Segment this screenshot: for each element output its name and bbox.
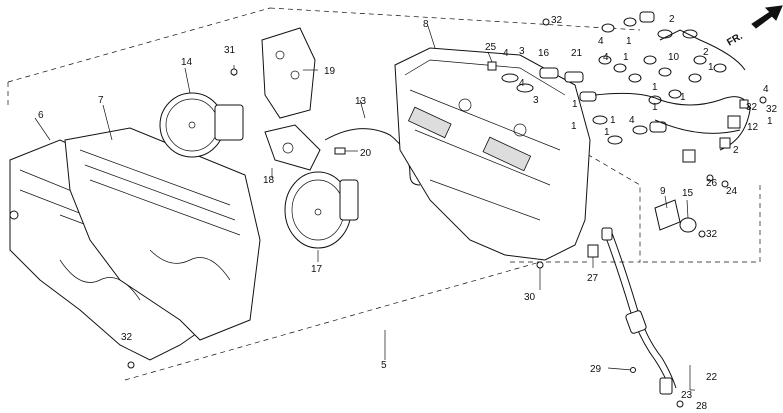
callout-2a: 2 bbox=[669, 14, 675, 25]
callout-8: 8 bbox=[423, 19, 429, 30]
speedometer bbox=[284, 171, 359, 262]
callout-24: 24 bbox=[726, 186, 738, 197]
callout-32b: 32 bbox=[746, 102, 758, 113]
callout-4a: 4 bbox=[503, 48, 509, 59]
callout-32c: 32 bbox=[766, 104, 778, 115]
callout-6: 6 bbox=[38, 110, 44, 121]
callout-17: 17 bbox=[311, 264, 323, 275]
callout-28: 28 bbox=[696, 401, 708, 412]
socket-25 bbox=[487, 51, 497, 71]
callout-5: 5 bbox=[381, 360, 387, 371]
grommet-15 bbox=[679, 199, 697, 233]
meter-case bbox=[394, 25, 591, 261]
callout-3a: 3 bbox=[519, 46, 525, 57]
callout-1g: 1 bbox=[604, 127, 610, 138]
callout-20: 20 bbox=[360, 148, 372, 159]
callout-4b: 4 bbox=[519, 78, 525, 89]
callout-4f: 4 bbox=[763, 84, 769, 95]
callout-16: 16 bbox=[538, 48, 550, 59]
fastener-20 bbox=[334, 147, 358, 155]
callout-11: 1 bbox=[767, 116, 773, 127]
callout-26: 26 bbox=[706, 178, 718, 189]
screws bbox=[127, 18, 767, 369]
callout-4d: 4 bbox=[603, 52, 609, 63]
callout-32a: 32 bbox=[551, 15, 563, 26]
leaders-misc bbox=[384, 265, 541, 360]
callout-1c: 1 bbox=[626, 36, 632, 47]
callout-32d: 32 bbox=[706, 229, 718, 240]
callout-7: 7 bbox=[98, 95, 104, 106]
callout-1f: 1 bbox=[610, 115, 616, 126]
callout-1a: 1 bbox=[572, 99, 578, 110]
clip-27 bbox=[587, 244, 599, 268]
fuel-temp-gauge bbox=[264, 124, 321, 178]
front-direction-arrow: FR. bbox=[725, 5, 783, 49]
callout-22: 22 bbox=[706, 372, 718, 383]
callout-12: 12 bbox=[747, 122, 759, 133]
speedometer-cable bbox=[601, 227, 695, 408]
callout-4e: 4 bbox=[629, 115, 635, 126]
callout-27: 27 bbox=[587, 273, 599, 284]
assembly-boundary bbox=[7, 7, 761, 381]
callout-31: 31 bbox=[224, 45, 236, 56]
callout-1h: 1 bbox=[652, 82, 658, 93]
callout-32e: 32 bbox=[121, 332, 133, 343]
callout-3b: 3 bbox=[533, 95, 539, 106]
callout-21: 21 bbox=[571, 48, 583, 59]
callout-29: 29 bbox=[590, 364, 602, 375]
callout-9: 9 bbox=[660, 186, 666, 197]
callout-13: 13 bbox=[355, 96, 367, 107]
circuit-bracket bbox=[261, 27, 318, 119]
callout-labels: 6 7 14 31 19 13 20 18 17 8 25 4 3 16 21 … bbox=[38, 14, 778, 412]
callout-2c: 2 bbox=[733, 145, 739, 156]
callout-15: 15 bbox=[682, 188, 694, 199]
callout-1b: 1 bbox=[571, 121, 577, 132]
callout-1j: 1 bbox=[680, 92, 686, 103]
bracket-9 bbox=[654, 195, 681, 231]
callout-25: 25 bbox=[485, 42, 497, 53]
tachometer bbox=[159, 67, 244, 158]
callout-14: 14 bbox=[181, 57, 193, 68]
callout-1d: 1 bbox=[623, 52, 629, 63]
callout-19: 19 bbox=[324, 66, 336, 77]
callout-4c: 4 bbox=[598, 36, 604, 47]
callout-1e: 1 bbox=[708, 62, 714, 73]
callout-1i: 1 bbox=[652, 102, 658, 113]
callout-10: 10 bbox=[668, 52, 680, 63]
bulb-socket-group bbox=[501, 11, 751, 163]
callout-18: 18 bbox=[263, 175, 275, 186]
callout-30: 30 bbox=[524, 292, 536, 303]
fr-label: FR. bbox=[725, 31, 745, 49]
dash-panel bbox=[64, 104, 261, 341]
callout-2b: 2 bbox=[703, 47, 709, 58]
callout-23: 23 bbox=[681, 390, 693, 401]
